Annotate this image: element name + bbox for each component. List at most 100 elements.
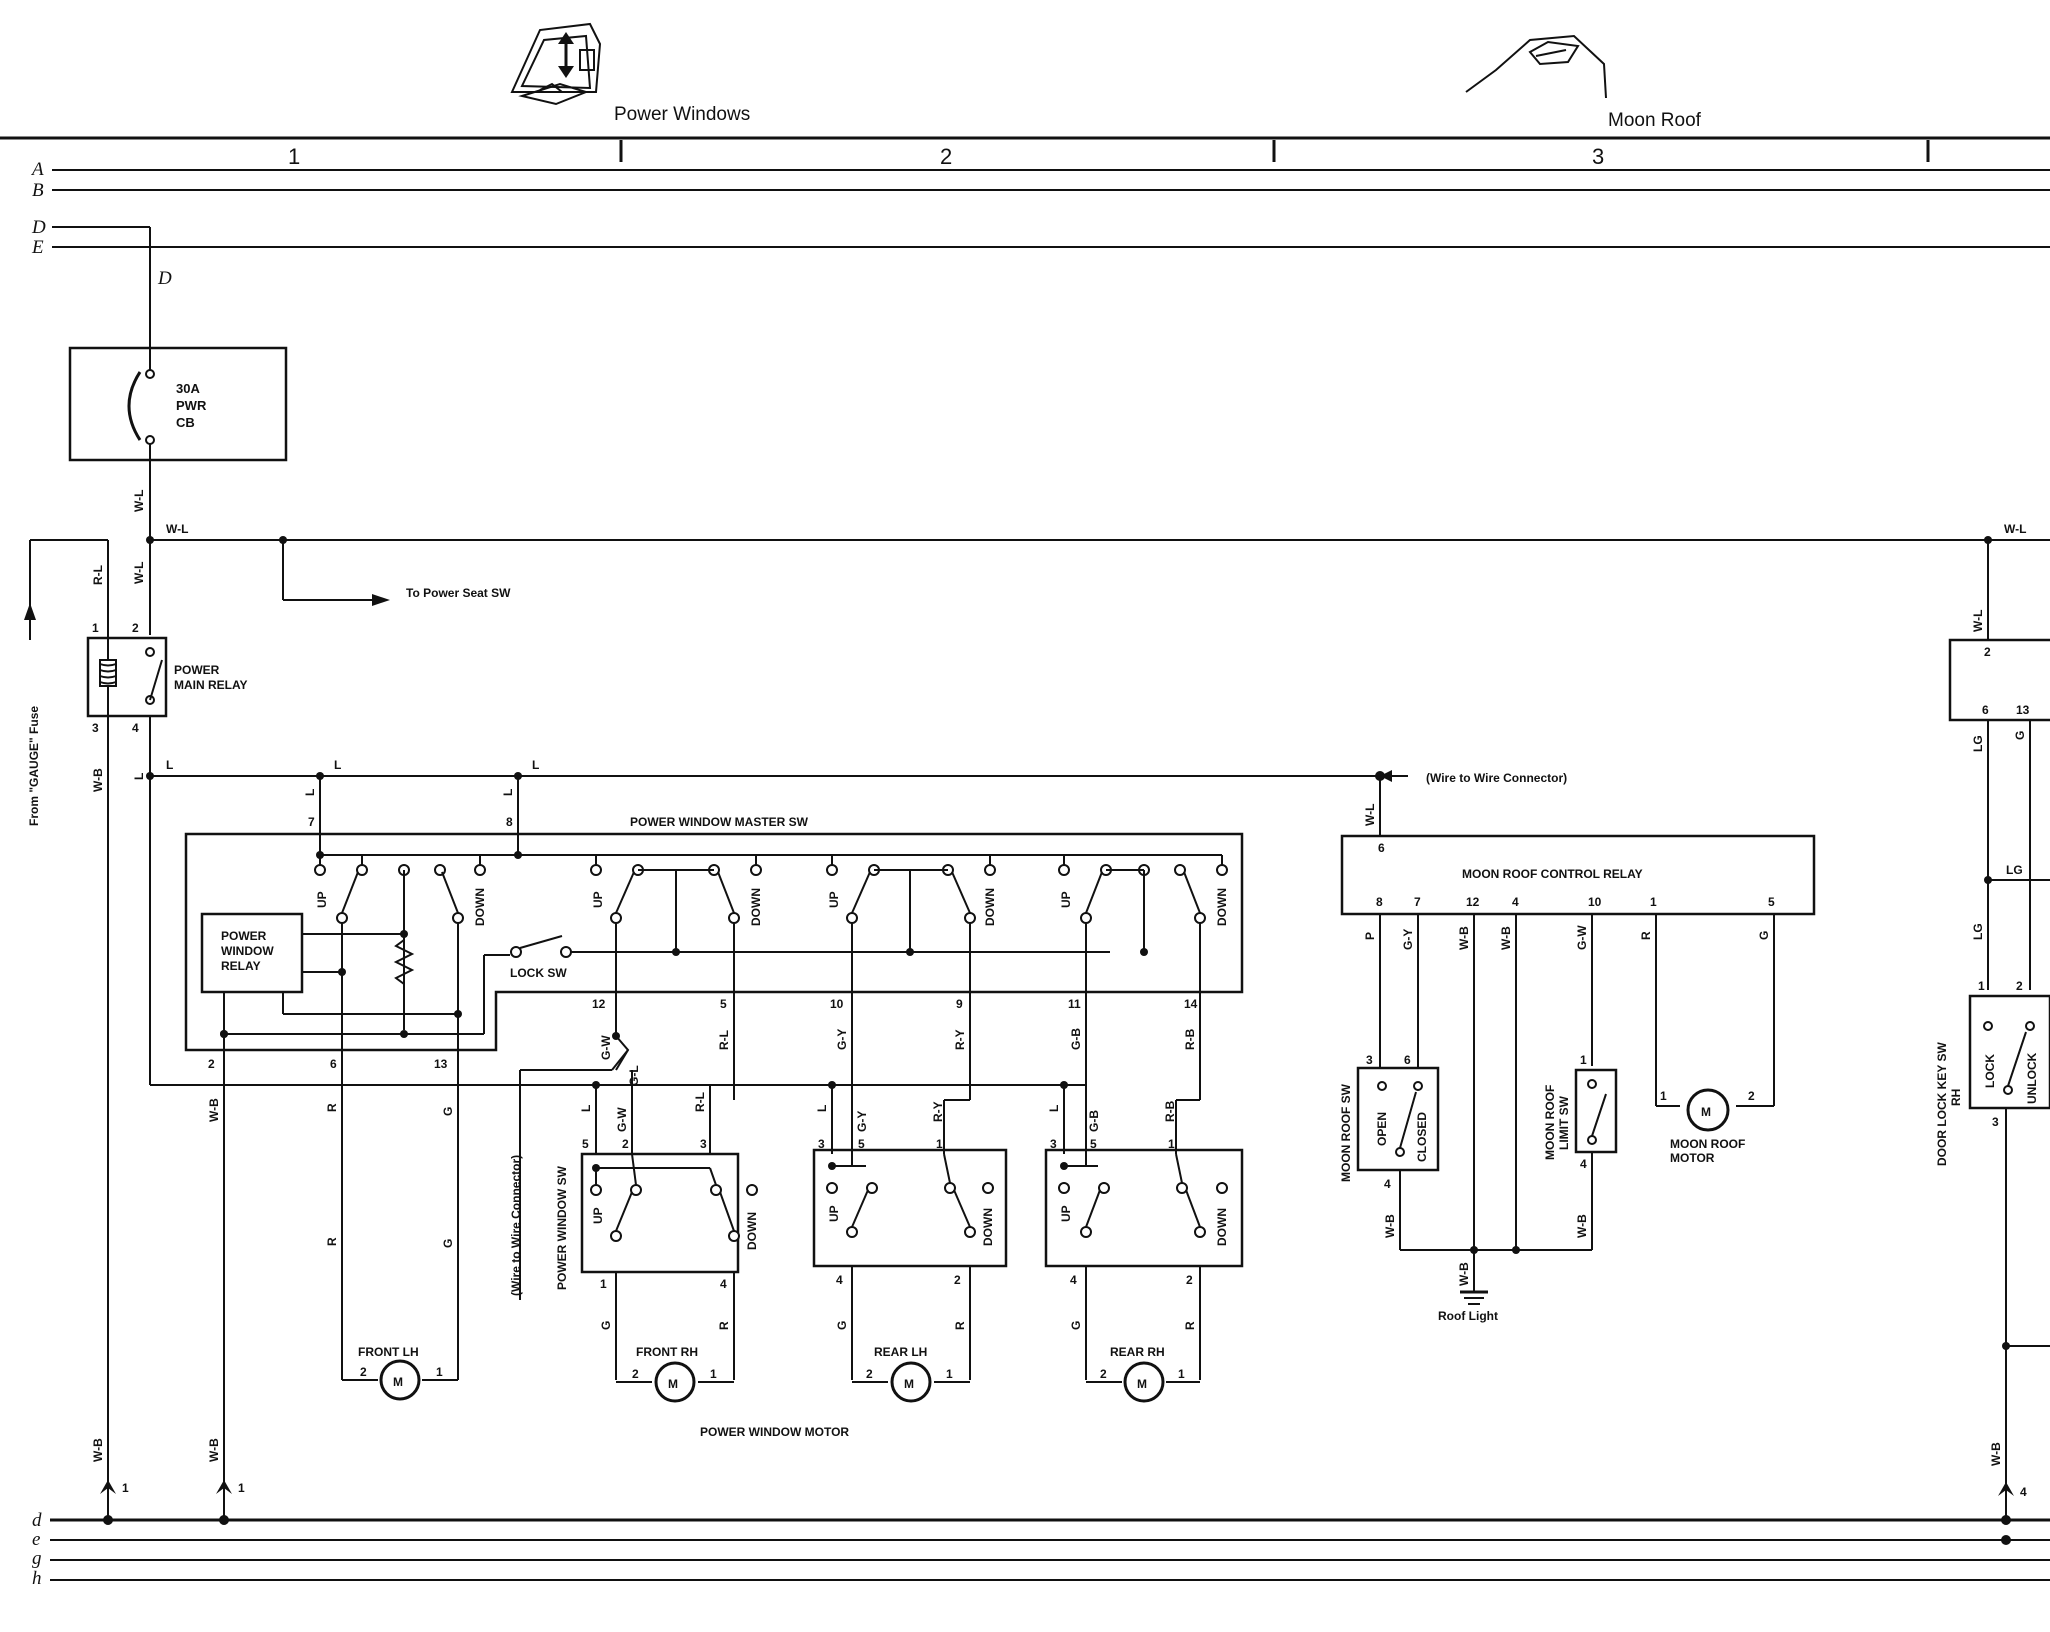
l-supply: L L L (Wire to Wire Connector) L L: [146, 758, 1567, 855]
bus-label-d: D: [31, 217, 46, 238]
relay-pin-10: 10: [1588, 895, 1602, 909]
gauge-feed: R-L From "GAUGE" Fuse: [24, 539, 109, 826]
master-down-2: DOWN: [749, 888, 763, 926]
ground-arrows: W-B 1 W-B 1 W-B 4: [91, 1438, 2027, 1499]
motor-frh-pin-2: 2: [632, 1367, 639, 1381]
limit-sw-label-2: LIMIT SW: [1557, 1095, 1571, 1150]
master-pin-5: 5: [720, 997, 727, 1011]
door-unlock-text: UNLOCK: [2025, 1052, 2039, 1104]
master-down-1: DOWN: [473, 888, 487, 926]
power-windows-heading: Power Windows: [614, 104, 750, 125]
wire-gy-2: G-Y: [855, 1111, 869, 1132]
zone-2: 2: [940, 144, 952, 169]
sw-rlh-pin-3: 3: [818, 1137, 825, 1151]
master-pin-6: 6: [330, 1057, 337, 1071]
motor-front-lh: FRONT LH: [358, 1345, 419, 1359]
sw-frh-down: DOWN: [745, 1212, 759, 1250]
sw-rlh-pin-5: 5: [858, 1137, 865, 1151]
rear-rh-circuit: G-B R-B L G-B R-B 3 5 1 UP DOWN 4 2 G R: [1044, 1028, 1244, 1403]
wire-rl-frh-2: R-L: [693, 1092, 707, 1112]
wire-wl-moonroof: W-L: [1363, 804, 1377, 826]
sw-frh-up: UP: [591, 1207, 605, 1224]
moon-motor-pin-2: 2: [1748, 1089, 1755, 1103]
wire-l-3: L: [532, 758, 539, 772]
moon-roof-circuit: W-L MOON ROOF CONTROL RELAY 6 8 7 12 4 1…: [1339, 776, 1816, 1323]
relay-pin-1: 1: [1650, 895, 1657, 909]
moon-roof-motor-label-1: MOON ROOF: [1670, 1137, 1745, 1151]
door-sw-pin-3: 3: [1992, 1115, 1999, 1129]
rear-lh-circuit: G-Y R-Y L G-Y R-Y 3 5 1 UP DOWN 4 2 G R: [812, 1029, 1008, 1403]
wire-l-rrh: L: [1047, 1105, 1061, 1112]
wire-rb-2: R-B: [1163, 1100, 1177, 1122]
door-lock-text: LOCK: [1983, 1054, 1997, 1088]
master-pin-2: 2: [208, 1057, 215, 1071]
wire-wb-mr-5: W-B: [1575, 1214, 1589, 1238]
bus-label-g-lower: g: [32, 1548, 42, 1569]
wire-g-rrh: G: [1069, 1321, 1083, 1330]
zone-3: 3: [1592, 144, 1604, 169]
door-lock-circuit: W-L 2 6 13 LG G LG LG 1 2 3 LOCK UNLOCK …: [1935, 540, 2050, 1545]
wire-ry-1: R-Y: [953, 1029, 967, 1050]
master-pin-8: 8: [506, 815, 513, 829]
door-sw-pin-2: 2: [2016, 979, 2023, 993]
wire-wb-gnd-2: W-B: [207, 1438, 221, 1462]
wire-wb-mr-3: W-B: [1383, 1214, 1397, 1238]
master-down-4: DOWN: [1215, 888, 1229, 926]
wire-gy-mr: G-Y: [1401, 929, 1415, 950]
moon-roof-icon: [1465, 34, 1607, 99]
sw-rrh-pin-4: 4: [1070, 1273, 1077, 1287]
master-pin-14: 14: [1184, 997, 1198, 1011]
sw-rrh-pin-3: 3: [1050, 1137, 1057, 1151]
mr-sw-pin-6: 6: [1404, 1053, 1411, 1067]
breaker-type: PWR: [176, 398, 207, 413]
wire-rl: R-L: [91, 565, 105, 585]
motor-rear-rh: REAR RH: [1110, 1345, 1165, 1359]
pw-sw-label: POWER WINDOW SW: [555, 1165, 569, 1290]
sw-rrh-down: DOWN: [1215, 1208, 1229, 1246]
motor-frh-pin-1: 1: [710, 1367, 717, 1381]
ground-pin-4: 4: [2020, 1485, 2027, 1499]
motor-m-frh: M: [668, 1377, 678, 1391]
wire-r-mr: R: [1639, 931, 1653, 940]
wire-r-flh-1: R: [325, 1103, 339, 1112]
wire-gy-1: G-Y: [835, 1029, 849, 1050]
wire-wb-gnd-1: W-B: [91, 1438, 105, 1462]
wire-gl: G-L: [627, 1065, 641, 1086]
wire-g-flh-1: G: [441, 1107, 455, 1116]
bus-label-e-lower: e: [32, 1529, 40, 1550]
zone-1: 1: [288, 144, 300, 169]
master-switch-front-lh: UP DOWN: [314, 855, 487, 992]
wire-wl-relay: W-L: [132, 562, 146, 584]
main-relay-name-2: MAIN RELAY: [174, 678, 248, 692]
mr-sw-open: OPEN: [1375, 1112, 1389, 1146]
lock-sw: LOCK SW: [495, 935, 1110, 1050]
door-lock-sw-rh: RH: [1949, 1089, 1963, 1106]
wire-connector-top-label: (Wire to Wire Connector): [1426, 771, 1567, 785]
master-up-3: UP: [827, 891, 841, 908]
wire-g-mr: G: [1757, 931, 1771, 940]
wire-gb-2: G-B: [1087, 1110, 1101, 1132]
bus-label-e: E: [31, 237, 44, 258]
wire-wb-mr-4: W-B: [1457, 1262, 1471, 1286]
header: Power Windows Moon Roof 1 2 3: [0, 22, 2050, 169]
wire-r-rlh: R: [953, 1321, 967, 1330]
sw-frh-pin-4: 4: [720, 1277, 727, 1291]
master-down-3: DOWN: [983, 888, 997, 926]
door-pin-6: 6: [1982, 703, 1989, 717]
master-up-4: UP: [1059, 891, 1073, 908]
wire-wl-cb: W-L: [132, 490, 146, 512]
wire-l-pin7: L: [303, 789, 317, 796]
wire-rb-1: R-B: [1183, 1028, 1197, 1050]
sw-frh-pin-2: 2: [622, 1137, 629, 1151]
door-pin-2-top: 2: [1984, 645, 1991, 659]
wire-g-flh-2: G: [441, 1239, 455, 1248]
roof-light-label: Roof Light: [1438, 1309, 1498, 1323]
breaker-rating: 30A: [176, 381, 200, 396]
wire-gb-1: G-B: [1069, 1028, 1083, 1050]
lower-buses: d e g h: [32, 1510, 2050, 1589]
main-relay-pin-4: 4: [132, 721, 139, 735]
main-relay-pin-1: 1: [92, 621, 99, 635]
relay-pin-12: 12: [1466, 895, 1480, 909]
master-switch-front-rh: UP DOWN: [590, 855, 763, 1100]
